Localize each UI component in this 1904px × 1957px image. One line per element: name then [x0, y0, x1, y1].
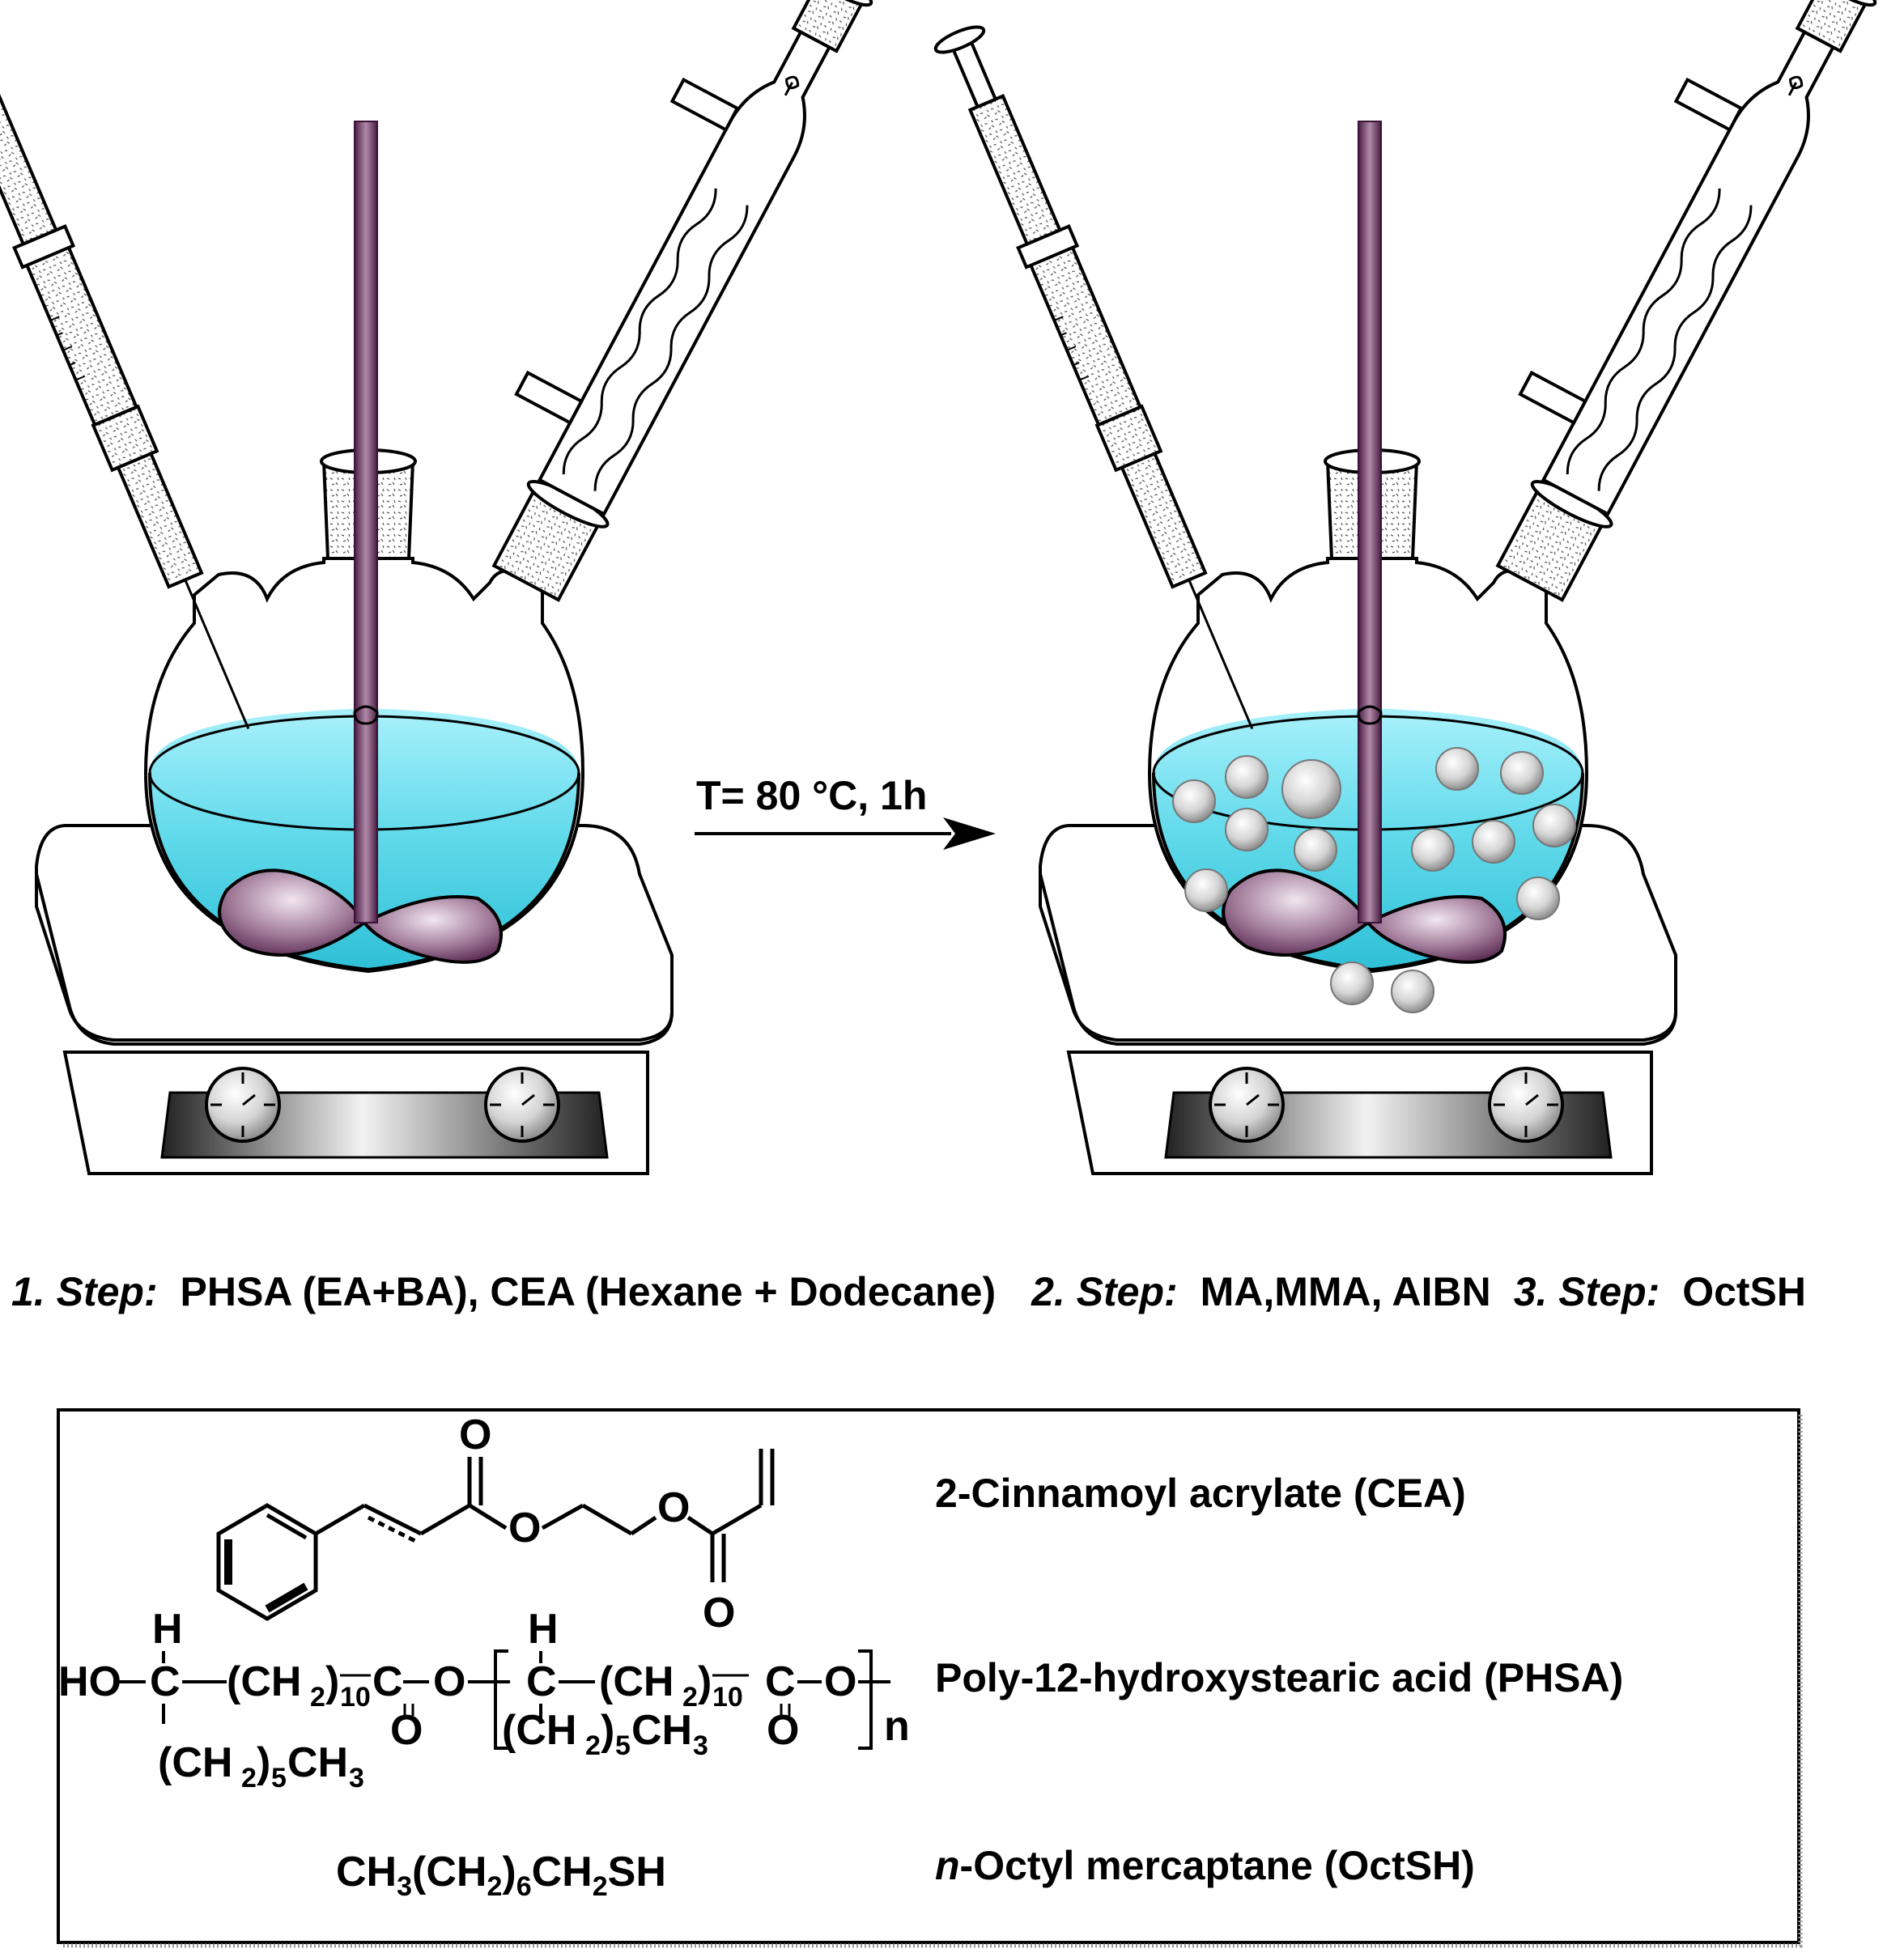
svg-text:O: O	[657, 1484, 690, 1531]
svg-text:O: O	[703, 1590, 735, 1636]
svg-text:n: n	[884, 1703, 910, 1750]
svg-text:(CH: (CH	[227, 1658, 301, 1705]
svg-text:O: O	[824, 1658, 856, 1705]
reactor-before	[0, 0, 887, 1175]
svg-text:): )	[325, 1658, 339, 1705]
svg-text:C: C	[372, 1658, 403, 1705]
svg-text:5: 5	[615, 1730, 631, 1761]
svg-text:O: O	[390, 1707, 423, 1754]
reaction-arrow: T= 80 °C, 1h	[695, 773, 996, 850]
cea-name: 2-Cinnamoyl acrylate (CEA)	[935, 1471, 1466, 1516]
svg-text:3: 3	[693, 1730, 708, 1761]
steps-caption: 1. Step: PHSA (EA+BA), CEA (Hexane + Dod…	[11, 1269, 1806, 1314]
svg-text:HO: HO	[58, 1658, 121, 1705]
svg-text:(CH: (CH	[599, 1658, 674, 1705]
svg-text:C: C	[526, 1658, 557, 1705]
step3-label: 3. Step:	[1514, 1269, 1660, 1314]
svg-text:O: O	[767, 1707, 799, 1754]
svg-text:(CH: (CH	[158, 1739, 232, 1786]
svg-text:10: 10	[712, 1682, 743, 1713]
svg-text:C: C	[150, 1658, 181, 1705]
svg-text:2: 2	[241, 1763, 257, 1794]
cea-structure	[216, 1449, 775, 1621]
svg-text:3: 3	[349, 1763, 364, 1794]
svg-text:): )	[257, 1739, 270, 1786]
svg-text:CH: CH	[631, 1707, 692, 1754]
polymer-particles	[1172, 747, 1576, 1013]
phsa-structure: HO C H (CH 2 ) 10 C O O C H (CH	[58, 1606, 910, 1794]
reaction-condition: T= 80 °C, 1h	[696, 773, 927, 818]
svg-text:): )	[698, 1658, 712, 1705]
step2-text: MA,MMA, AIBN	[1201, 1269, 1491, 1314]
svg-text:H: H	[528, 1606, 559, 1653]
svg-text:(CH: (CH	[502, 1707, 576, 1754]
svg-text:H: H	[152, 1606, 183, 1653]
phsa-name: Poly-12-hydroxystearic acid (PHSA)	[935, 1655, 1623, 1700]
svg-text:C: C	[765, 1658, 796, 1705]
step1-text: PHSA (EA+BA), CEA (Hexane + Dodecane)	[181, 1269, 997, 1314]
step3-text: OctSH	[1682, 1269, 1806, 1314]
svg-text:2: 2	[585, 1730, 601, 1761]
step2-label: 2. Step:	[1031, 1269, 1178, 1314]
svg-text:2: 2	[682, 1682, 698, 1713]
svg-text:10: 10	[340, 1682, 371, 1713]
svg-text:O: O	[508, 1505, 541, 1552]
reactor-after	[929, 0, 1891, 1175]
svg-text:O: O	[459, 1412, 491, 1458]
step1-label: 1. Step:	[11, 1269, 158, 1314]
octsh-name: n-Octyl mercaptane (OctSH)	[935, 1843, 1475, 1888]
structures-legend: O O O O 2-Cinnamoyl acrylate (CEA) HO C …	[57, 1408, 1803, 1948]
svg-text:5: 5	[271, 1763, 287, 1794]
svg-text:CH: CH	[287, 1739, 348, 1786]
svg-text:2: 2	[310, 1682, 325, 1713]
svg-text:1. Step: PHSA (EA+BA), C: 1. Step: PHSA (EA+BA), CEA (Hexane + Dod…	[11, 1269, 1806, 1314]
svg-text:): )	[601, 1707, 614, 1754]
svg-text:O: O	[433, 1658, 465, 1705]
